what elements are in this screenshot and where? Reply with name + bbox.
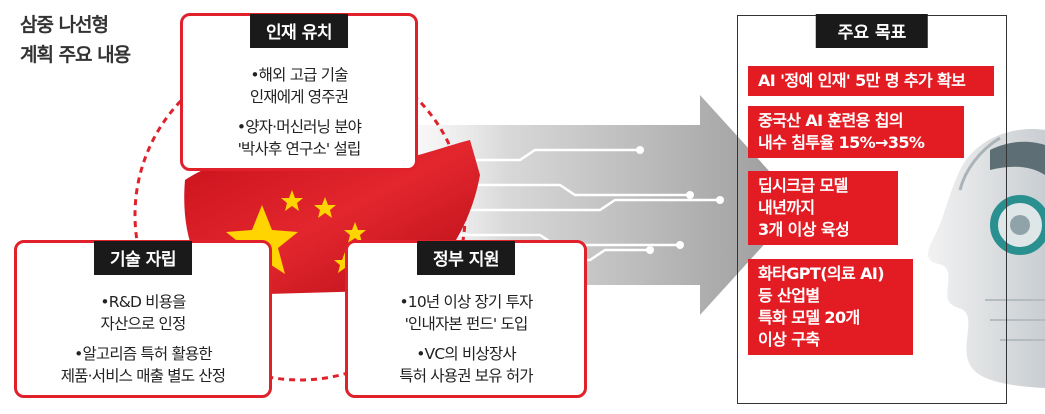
tech-card-list: R&D 비용을 자산으로 인정 알고리즘 특허 활용한 제품·서비스 매출 별도…	[17, 291, 269, 395]
list-item-line: 제품·서비스 매출 별도 산정	[60, 367, 226, 385]
goal-line: 내수 침투율 15%→35%	[758, 133, 925, 152]
list-item-line: 양자·머신러닝 분야	[183, 116, 415, 138]
circuit-nodes	[636, 146, 724, 254]
tech-card-tag: 기술 자립	[94, 241, 192, 275]
goal-line: 딥시크급 모델	[758, 176, 848, 195]
goal-item: AI '정예 인재' 5만 명 추가 확보	[748, 66, 994, 96]
gov-card: 정부 지원 10년 이상 장기 투자 '인내자본 펀드' 도입 VC의 비상장사…	[345, 240, 587, 398]
list-item-line: VC의 비상장사	[348, 343, 584, 365]
list-item: 양자·머신러닝 분야 '박사후 연구소' 설립	[183, 116, 415, 160]
tech-card: 기술 자립 R&D 비용을 자산으로 인정 알고리즘 특허 활용한 제품·서비스…	[14, 240, 272, 398]
goals-panel-tag: 주요 목표	[815, 14, 929, 48]
goal-item: 중국산 AI 훈련용 칩의 내수 침투율 15%→35%	[748, 106, 964, 158]
goal-line: 등 산업별	[758, 286, 820, 305]
goal-line: 중국산 AI 훈련용 칩의	[758, 111, 904, 130]
goal-item: 딥시크급 모델 내년까지 3개 이상 육성	[748, 171, 898, 245]
goal-line: 3개 이상 육성	[758, 220, 850, 239]
list-item-line: 인재에게 영주권	[249, 88, 349, 106]
goal-line: 화타GPT(의료 AI)	[758, 264, 885, 283]
list-item: R&D 비용을 자산으로 인정	[17, 291, 269, 335]
list-item-line: '인내자본 펀드' 도입	[404, 315, 529, 333]
list-item: 10년 이상 장기 투자 '인내자본 펀드' 도입	[348, 291, 584, 335]
list-item: 해외 고급 기술 인재에게 영주권	[183, 64, 415, 108]
goal-line: 내년까지	[758, 198, 815, 217]
goal-item: 화타GPT(의료 AI) 등 산업별 특화 모델 20개 이상 구축	[748, 259, 913, 355]
talent-card-list: 해외 고급 기술 인재에게 영주권 양자·머신러닝 분야 '박사후 연구소' 설…	[183, 64, 415, 168]
goals-panel: 주요 목표 AI '정예 인재' 5만 명 추가 확보 중국산 AI 훈련용 칩…	[737, 14, 1007, 404]
list-item-line: 10년 이상 장기 투자	[348, 291, 584, 313]
list-item-line: '박사후 연구소' 설립	[237, 140, 362, 158]
goal-line: AI '정예 인재' 5만 명 추가 확보	[758, 71, 966, 90]
page-title-line2: 계획 주요 내용	[20, 44, 131, 66]
robot-head	[927, 129, 1045, 389]
list-item-line: 해외 고급 기술	[183, 64, 415, 86]
goal-line: 이상 구축	[758, 330, 820, 349]
list-item-line: 특허 사용권 보유 허가	[399, 367, 533, 385]
list-item-line: R&D 비용을	[17, 291, 269, 313]
gov-card-tag: 정부 지원	[417, 241, 515, 275]
list-item-line: 자산으로 인정	[100, 315, 187, 333]
gov-card-list: 10년 이상 장기 투자 '인내자본 펀드' 도입 VC의 비상장사 특허 사용…	[348, 291, 584, 395]
list-item-line: 알고리즘 특허 활용한	[17, 343, 269, 365]
list-item: VC의 비상장사 특허 사용권 보유 허가	[348, 343, 584, 387]
talent-card-tag: 인재 유치	[250, 14, 348, 48]
talent-card: 인재 유치 해외 고급 기술 인재에게 영주권 양자·머신러닝 분야 '박사후 …	[180, 13, 418, 171]
goal-line: 특화 모델 20개	[758, 308, 860, 327]
page-title-line1: 삼중 나선형	[20, 14, 109, 36]
list-item: 알고리즘 특허 활용한 제품·서비스 매출 별도 산정	[17, 343, 269, 387]
page-title: 삼중 나선형 계획 주요 내용	[20, 10, 131, 70]
